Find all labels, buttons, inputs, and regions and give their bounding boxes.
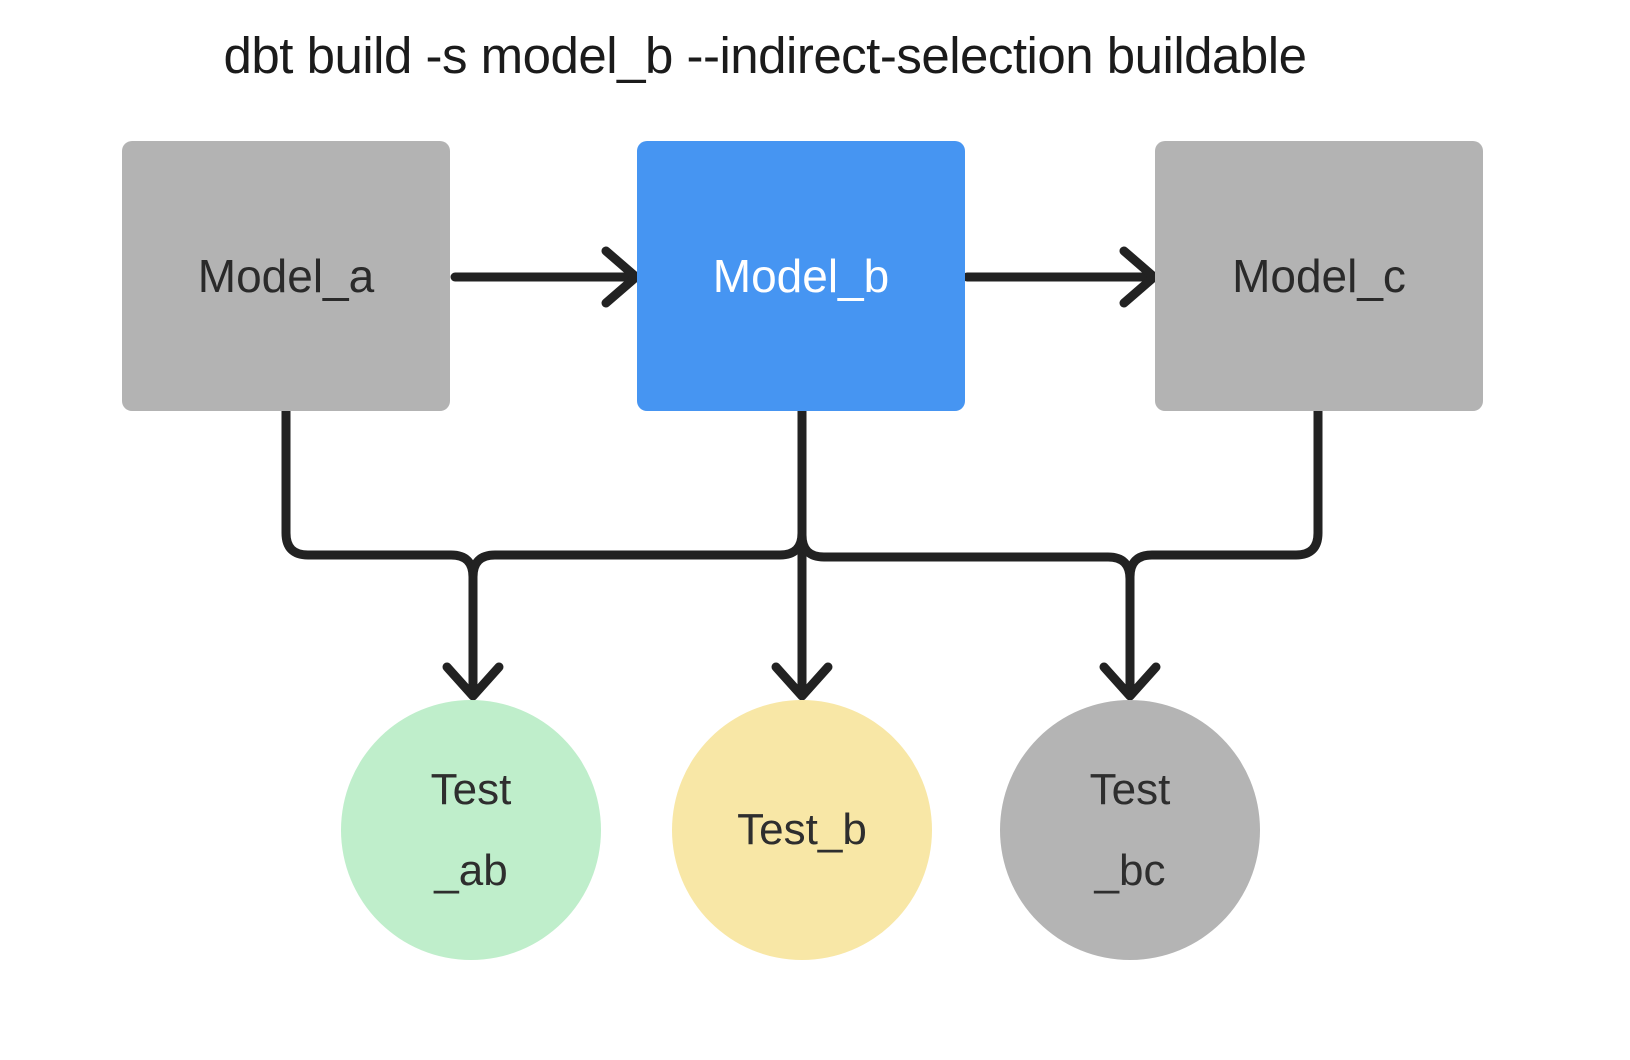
node-test-b-label: Test_b	[737, 805, 867, 855]
node-test-bc: Test _bc	[1000, 700, 1260, 960]
node-test-ab-label: Test _ab	[430, 764, 512, 895]
arrowhead-right-icon	[1119, 246, 1159, 308]
node-model-a: Model_a	[122, 141, 450, 411]
node-model-c: Model_c	[1155, 141, 1483, 411]
edge-model-a-to-test-ab	[281, 406, 478, 695]
node-test-b: Test_b	[672, 700, 932, 960]
edge-model-c-to-test-bc	[1125, 406, 1323, 695]
edge-model-b-to-test-ab	[468, 406, 807, 695]
diagram-title: dbt build -s model_b --indirect-selectio…	[223, 27, 1307, 84]
node-test-bc-label: Test _bc	[1089, 764, 1171, 895]
node-model-b-selected: Model_b	[637, 141, 965, 411]
node-model-b-label: Model_b	[712, 250, 890, 302]
node-model-c-label: Model_c	[1232, 250, 1406, 302]
arrowhead-down-icon	[442, 662, 504, 701]
arrowhead-right-icon	[601, 246, 641, 308]
node-model-a-label: Model_a	[197, 250, 375, 302]
arrowhead-down-icon	[1099, 662, 1161, 701]
edge-model-b-to-test-bc	[797, 406, 1135, 695]
arrowhead-down-icon	[771, 662, 833, 701]
node-test-ab: Test _ab	[341, 700, 601, 960]
